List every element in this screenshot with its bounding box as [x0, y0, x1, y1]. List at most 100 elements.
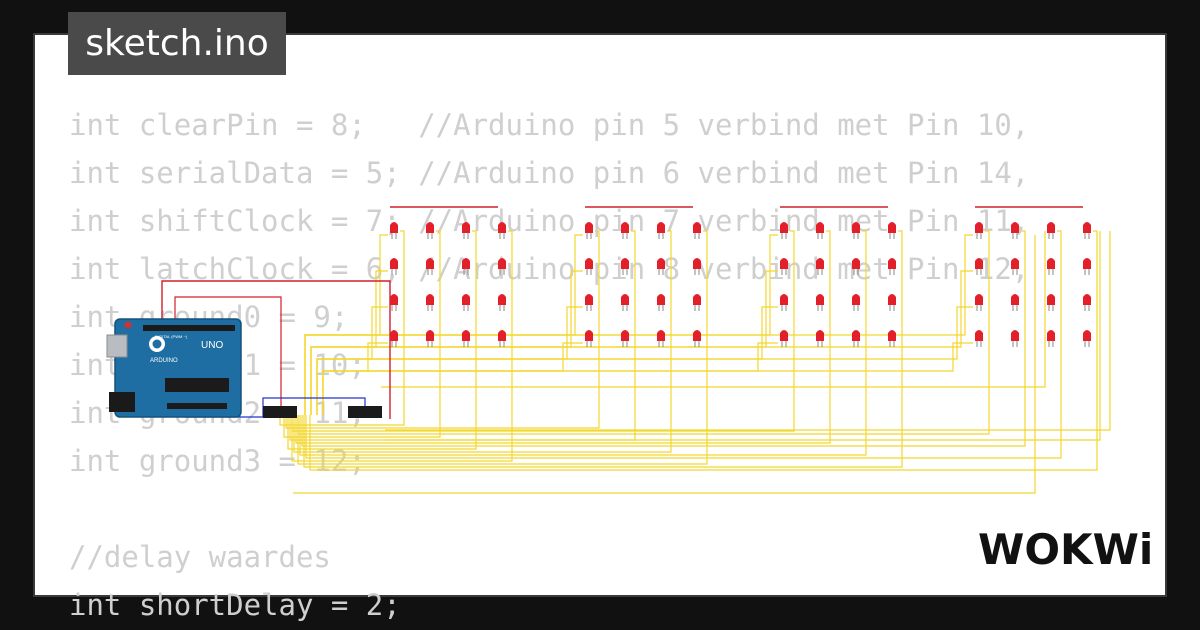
led-icon: [498, 222, 506, 239]
led-icon: [657, 258, 665, 275]
wokwi-logo: WOKWi: [978, 525, 1153, 574]
board-model: UNO: [201, 340, 223, 351]
led-icon: [888, 258, 896, 275]
wire-yellow: [322, 342, 778, 415]
led-icon: [621, 258, 629, 275]
wire-yellow: [293, 230, 672, 453]
led-icon: [888, 330, 896, 347]
led-icon: [390, 222, 398, 239]
shift-registers: [263, 406, 382, 418]
wire-yellow: [316, 306, 583, 415]
led-icon: [780, 222, 788, 239]
led-icon: [498, 294, 506, 311]
wire-yellow: [285, 230, 600, 429]
led-icon: [426, 222, 434, 239]
led-icon: [390, 258, 398, 275]
led-icon: [1011, 258, 1019, 275]
led-icon: [852, 258, 860, 275]
led-icon: [816, 330, 824, 347]
wire-yellow: [283, 230, 441, 438]
led-icon: [585, 222, 593, 239]
wires: [161, 206, 1111, 494]
led-icon: [780, 330, 788, 347]
file-tab[interactable]: sketch.ino: [68, 12, 286, 75]
wire-yellow: [316, 306, 973, 415]
code-line: //delay waardes: [69, 540, 331, 574]
wire-yellow: [309, 230, 1098, 471]
wire-yellow: [291, 230, 795, 432]
preview-card: int clearPin = 8; //Arduino pin 5 verbin…: [33, 33, 1167, 622]
board-brand: ARDUINO: [150, 358, 178, 364]
led-icon: [852, 294, 860, 311]
led-icon: [852, 222, 860, 239]
led-icon: [585, 330, 593, 347]
led-icon: [462, 330, 470, 347]
led-icon: [498, 330, 506, 347]
wire-yellow: [310, 270, 973, 415]
led-icon: [1047, 294, 1055, 311]
led-icon: [888, 294, 896, 311]
wire-yellow: [291, 230, 513, 462]
wire-yellow: [310, 270, 583, 415]
wire-yellow: [304, 234, 583, 415]
led-icon: [1011, 222, 1019, 239]
led-icon: [888, 222, 896, 239]
led-icon: [621, 330, 629, 347]
led-icon: [780, 294, 788, 311]
led-icon: [1083, 222, 1091, 239]
wire-yellow: [293, 235, 1036, 494]
led-icon: [426, 294, 434, 311]
wire-yellow: [297, 230, 990, 435]
wire-yellow: [301, 230, 1026, 447]
led-icon: [1047, 222, 1055, 239]
arduino-uno-icon: ARDUINO UNO DIGITAL (PWM ~): [106, 318, 242, 418]
led-icon: [693, 330, 701, 347]
led-icon: [816, 222, 824, 239]
led-icon: [975, 222, 983, 239]
led-icon: [780, 258, 788, 275]
wire-yellow: [385, 231, 1101, 441]
logo-text: WOKWi: [978, 525, 1153, 574]
led-icon: [657, 294, 665, 311]
led-icon: [852, 330, 860, 347]
led-icon: [498, 258, 506, 275]
led-icon: [657, 222, 665, 239]
circuit-diagram: ARDUINO UNO DIGITAL (PWM ~): [106, 206, 1111, 494]
shift-register-chip-icon: [263, 406, 297, 418]
wire-yellow: [316, 306, 388, 415]
led-icon: [1083, 294, 1091, 311]
led-icon: [462, 258, 470, 275]
led-icon: [1083, 330, 1091, 347]
wire-yellow: [385, 231, 1111, 431]
led-icon: [1011, 294, 1019, 311]
led-icon: [1011, 330, 1019, 347]
led-icon: [462, 294, 470, 311]
wire-yellow: [322, 342, 583, 415]
wire-yellow: [381, 231, 1046, 388]
code-line: int serialData = 5; //Arduino pin 6 verb…: [69, 156, 1030, 190]
wire-yellow: [295, 230, 831, 444]
wire-red: [174, 296, 282, 408]
led-matrix: [390, 222, 1091, 347]
led-icon: [621, 222, 629, 239]
led-icon: [816, 258, 824, 275]
led-icon: [816, 294, 824, 311]
wire-yellow: [303, 230, 903, 468]
wire-yellow: [316, 306, 778, 415]
led-icon: [585, 294, 593, 311]
led-icon: [390, 294, 398, 311]
led-icon: [975, 258, 983, 275]
code-line: int shiftClock = 7; //Arduino pin 7 verb…: [69, 204, 1030, 238]
wire-yellow: [297, 230, 708, 465]
led-icon: [693, 294, 701, 311]
led-icon: [657, 330, 665, 347]
led-icon: [426, 258, 434, 275]
wire-yellow: [287, 230, 477, 450]
led-icon: [390, 330, 398, 347]
led-icon: [693, 258, 701, 275]
led-icon: [621, 294, 629, 311]
led-icon: [462, 222, 470, 239]
wire-red: [161, 280, 391, 419]
wire-yellow: [304, 234, 973, 415]
wire-yellow: [279, 230, 405, 426]
